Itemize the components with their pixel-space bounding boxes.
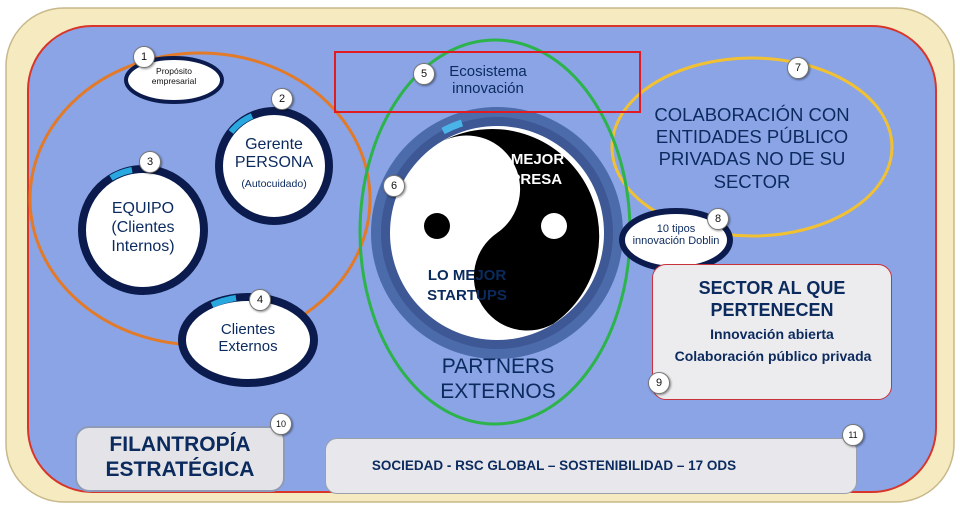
yellow-loop [610, 56, 894, 238]
startups-label: LO MEJOR STARTUPS [427, 267, 507, 304]
sociedad-box [325, 438, 857, 494]
proposito-label: Propósito empresarial [151, 66, 197, 86]
sociedad-label: SOCIEDAD - RSC GLOBAL – SOSTENIBILIDAD –… [371, 458, 737, 473]
ecosistema-label: Ecosistema innovación [449, 63, 527, 97]
sector-line-2: Colaboración público privada [674, 348, 872, 364]
yin-yang-symbol [390, 126, 604, 340]
badge-4: 4 [249, 289, 271, 311]
badge-1: 1 [133, 46, 155, 68]
doblin-label: 10 tipos innovación Doblin [632, 223, 720, 248]
badge-8: 8 [707, 208, 729, 230]
gerente-title: Gerente PERSONA [234, 136, 314, 171]
yin-yang-accent-top [441, 119, 464, 135]
partners-label: PARTNERS EXTERNOS [440, 355, 556, 404]
sector-title: SECTOR AL QUE PERTENECEN [698, 278, 846, 320]
empresa-label: LO MEJOR EMPRESA [485, 151, 565, 188]
badge-5: 5 [413, 63, 435, 85]
badge-2: 2 [271, 88, 293, 110]
sector-line-1: Innovación abierta [710, 326, 834, 342]
badge-10: 10 [270, 413, 292, 435]
equipo-accent [109, 167, 133, 181]
badge-7: 7 [787, 57, 809, 79]
badge-11: 11 [842, 424, 864, 446]
badge-6: 6 [383, 175, 405, 197]
clientes-accent [210, 295, 237, 308]
proposito-ellipse [124, 56, 224, 104]
gerente-accent [228, 113, 254, 134]
red-box [334, 51, 641, 113]
gerente-circle [215, 107, 333, 225]
badge-9: 9 [648, 372, 670, 394]
badge-3: 3 [139, 151, 161, 173]
sector-box [652, 264, 892, 400]
clientes-externos-ellipse [178, 293, 318, 387]
gerente-subtitle: (Autocuidado) [241, 178, 307, 190]
colaboracion-label: COLABORACIÓN CON ENTIDADES PÚBLICO PRIVA… [654, 104, 850, 192]
clientes-externos-label: Clientes Externos [218, 321, 278, 355]
filantropia-box [75, 426, 285, 492]
filantropia-label: FILANTROPÍA ESTRATÉGICA [105, 433, 255, 482]
equipo-label: EQUIPO (Clientes Internos) [111, 200, 175, 255]
